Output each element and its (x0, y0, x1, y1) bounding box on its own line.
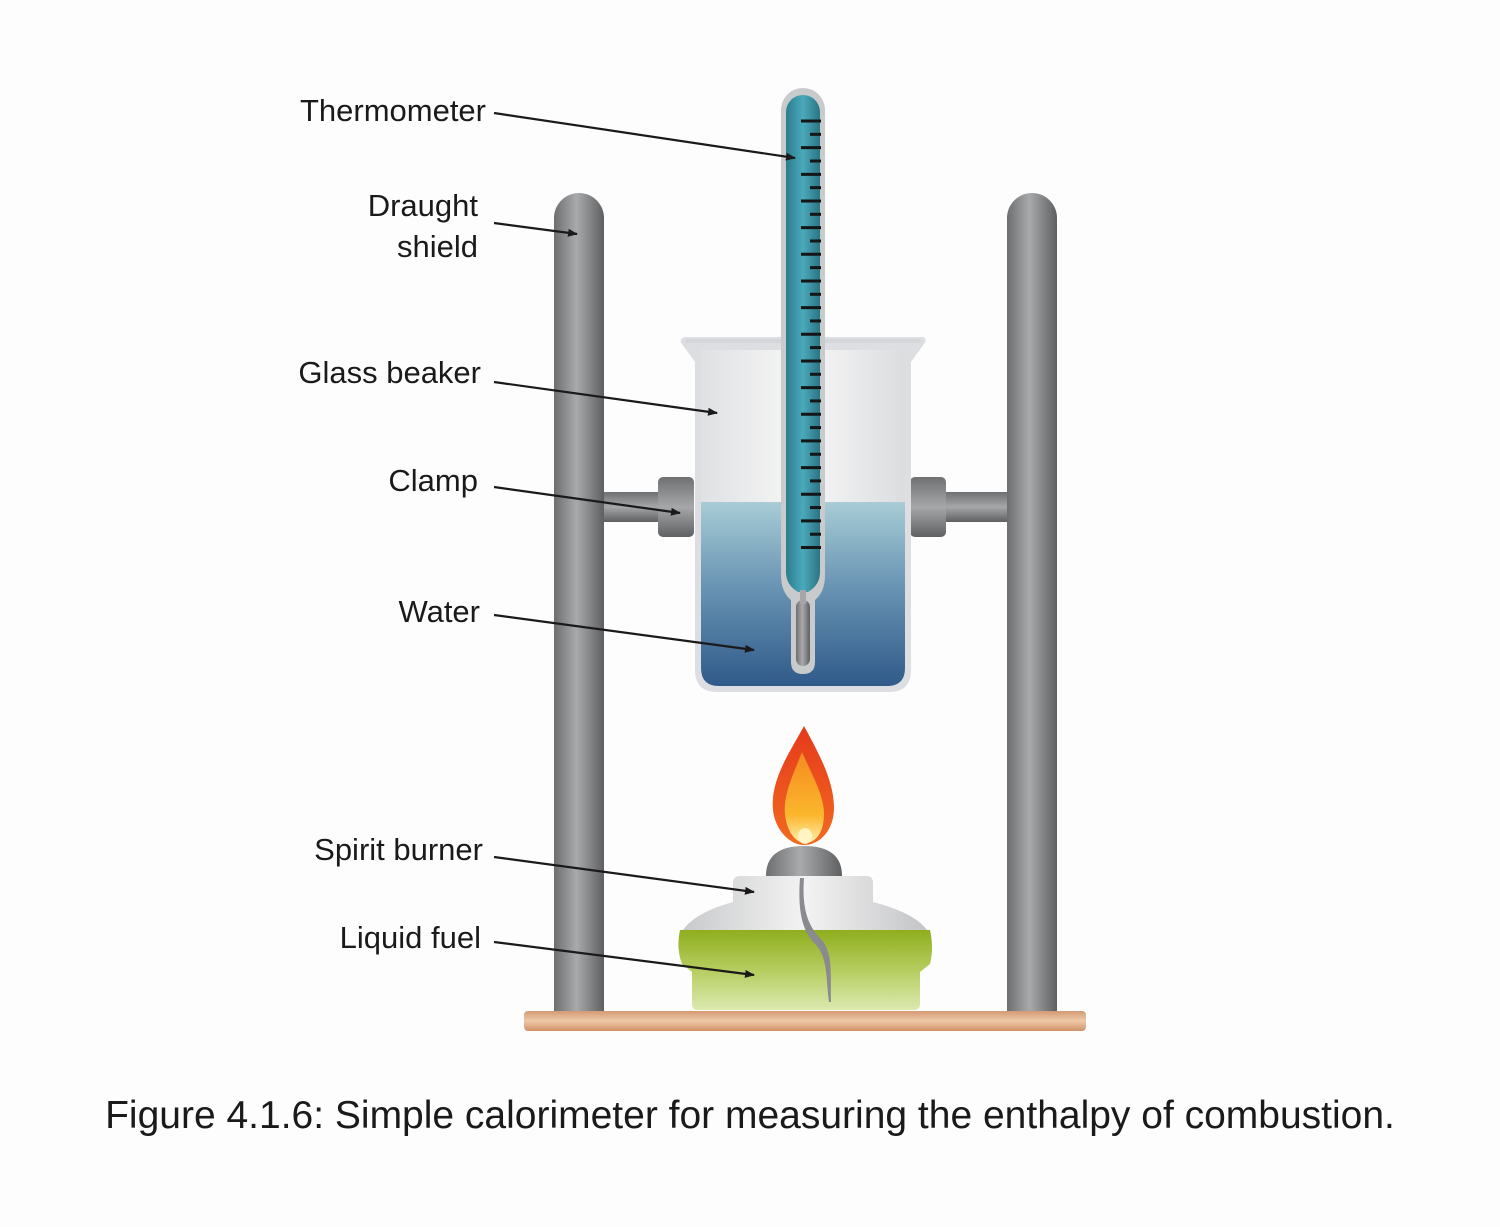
clamp-left (604, 477, 694, 537)
thermometer-arrow (493, 111, 796, 161)
flame (772, 726, 834, 845)
glass-beaker-arrow (493, 380, 718, 416)
label-draught-shield-line2: shield (397, 229, 478, 264)
label-liquid-fuel: Liquid fuel (340, 920, 481, 955)
figure-caption: Figure 4.1.6: Simple calorimeter for mea… (105, 1094, 1395, 1137)
label-water: Water (398, 594, 480, 629)
clamp-arrow (493, 485, 681, 516)
draught-shield-arrow (493, 221, 578, 237)
spirit-burner (678, 846, 932, 1010)
label-clamp: Clamp (388, 463, 478, 498)
label-thermometer: Thermometer (300, 93, 486, 128)
liquid-fuel (678, 930, 932, 1010)
leader-lines (493, 111, 796, 978)
label-glass-beaker: Glass beaker (298, 355, 481, 390)
wick (799, 878, 831, 1002)
base-plank (524, 1011, 1086, 1031)
label-spirit-burner: Spirit burner (314, 832, 483, 867)
spirit-burner-arrow (493, 855, 755, 895)
thermometer-scale (801, 119, 821, 550)
right-stand-post (1007, 193, 1057, 1012)
left-stand-post (554, 193, 604, 1012)
clamp-right (910, 477, 1007, 537)
water-arrow (493, 613, 755, 653)
draught-shield (554, 193, 1057, 1012)
label-draught-shield-line1: Draught (368, 188, 479, 223)
labels: Thermometer Draught shield Glass beaker … (298, 93, 486, 955)
thermometer (781, 88, 825, 674)
liquid-fuel-arrow (493, 940, 755, 978)
